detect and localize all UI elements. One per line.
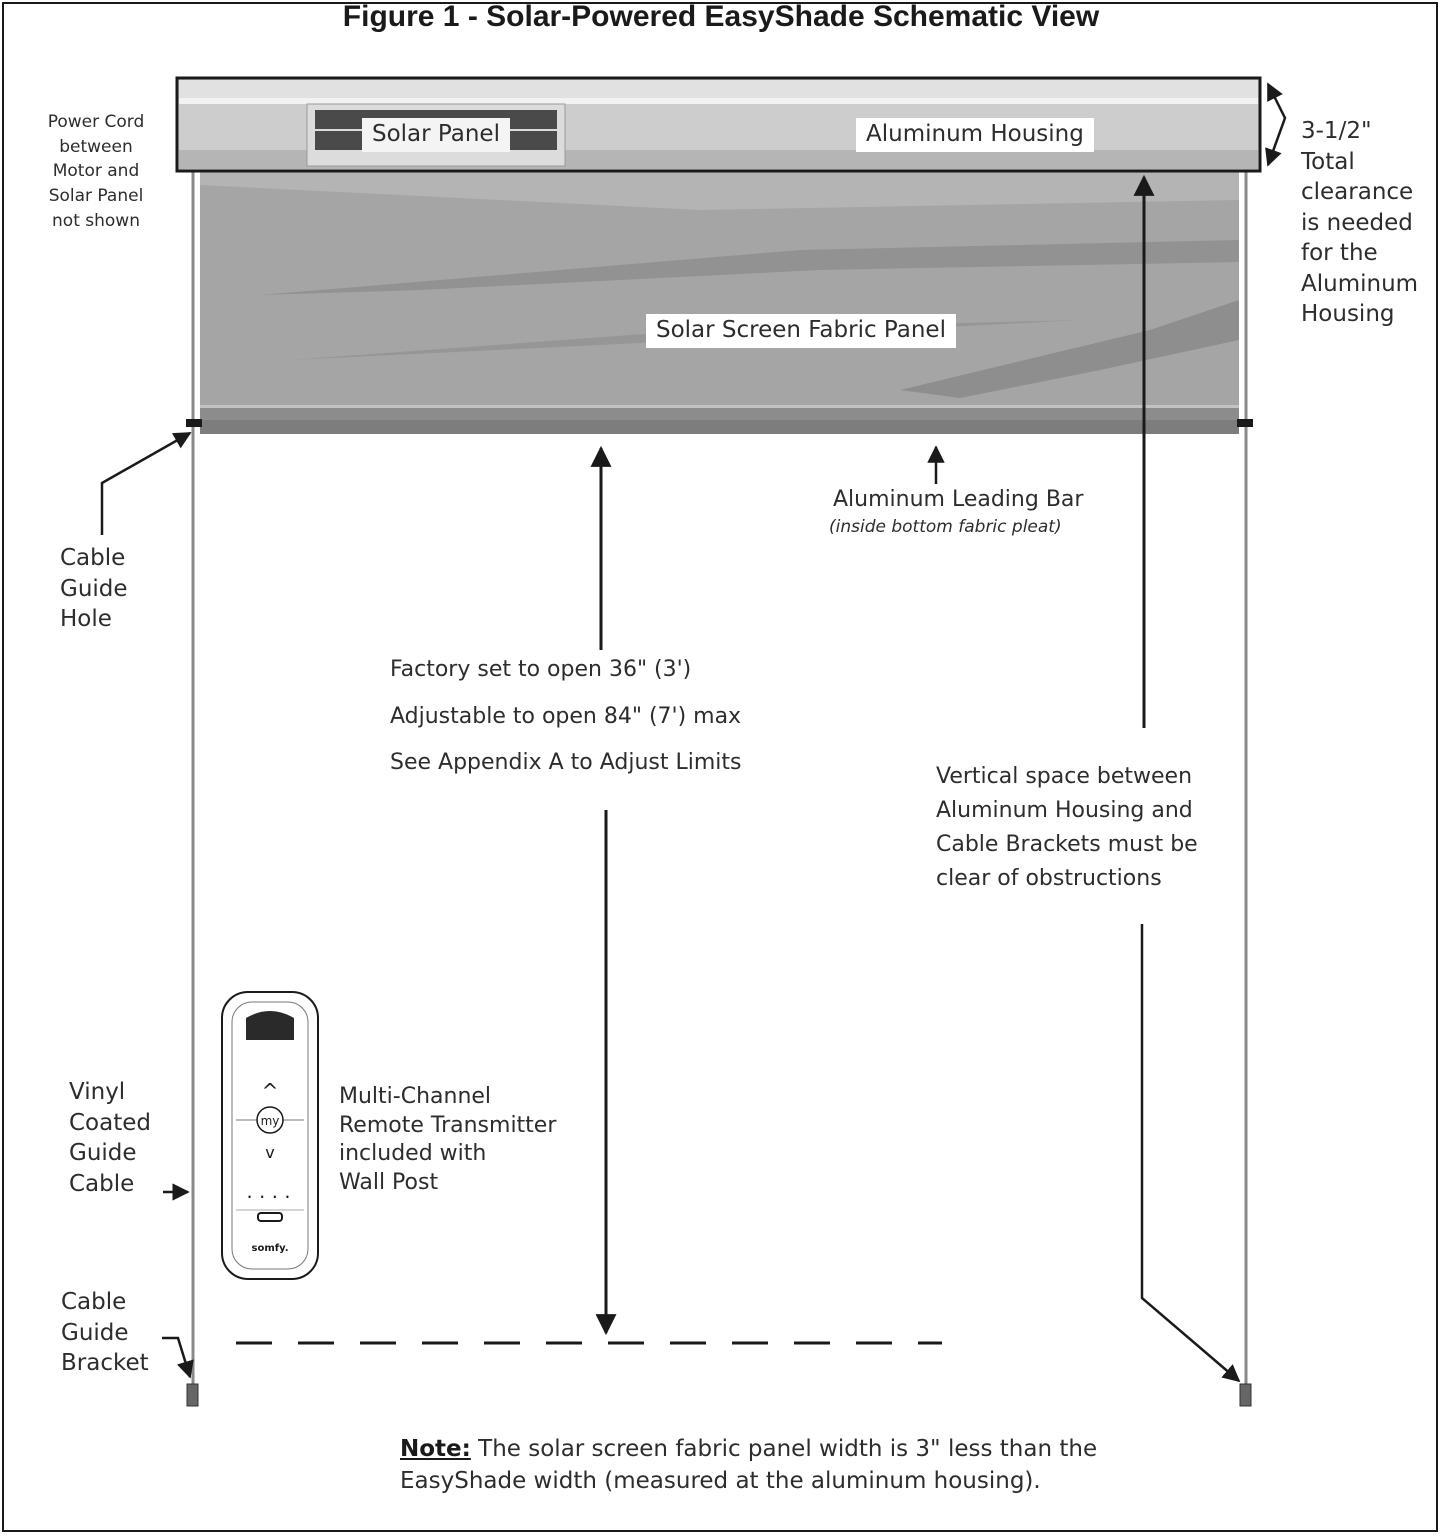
leading-bar-note: (inside bottom fabric pleat) (829, 517, 1062, 537)
guide-cable-label: Vinyl Coated Guide Cable (69, 1079, 151, 1197)
cable-guide-hole-label: Cable Guide Hole (60, 545, 128, 633)
note-label: Note: (400, 1436, 471, 1462)
remote-my-button: my (261, 1114, 280, 1128)
left-cable-bracket-icon (186, 1383, 199, 1407)
cable-guide-hole-leader (100, 431, 192, 535)
cable-bracket-leader (162, 1336, 194, 1379)
leading-bar (200, 420, 1239, 434)
bracket-clearance-arrow (1140, 924, 1241, 1383)
leading-bar-label: Aluminum Leading Bar (833, 487, 1084, 512)
remote-dots: .... (245, 1183, 296, 1202)
factory-open-text: Factory set to open 36" (3') (390, 657, 692, 682)
clearance-note: 3-1/2" Total clearance is needed for the… (1301, 118, 1419, 328)
figure-title: Figure 1 - Solar-Powered EasyShade Schem… (342, 0, 1100, 33)
remote-down-icon: v (265, 1143, 274, 1162)
remote-label: Multi-Channel Remote Transmitter include… (339, 1084, 557, 1195)
note-text: The solar screen fabric panel width is 3… (400, 1436, 1098, 1495)
vertical-space-note: Vertical space between Aluminum Housing … (936, 764, 1198, 892)
aluminum-housing-label: Aluminum Housing (856, 118, 1094, 152)
footnote: Note: The solar screen fabric panel widt… (400, 1433, 1120, 1497)
remote-up-icon: ^ (262, 1079, 279, 1103)
fabric-panel-label: Solar Screen Fabric Panel (646, 314, 956, 348)
remote-brand-logo: somfy. (252, 1243, 289, 1254)
cable-bracket-label: Cable Guide Bracket (61, 1289, 149, 1377)
clearance-arrow (1265, 82, 1287, 167)
right-cable-bracket-icon (1239, 1383, 1252, 1407)
adjustable-open-text: Adjustable to open 84" (7') max (390, 704, 742, 729)
appendix-text: See Appendix A to Adjust Limits (390, 750, 742, 775)
solar-panel-label: Solar Panel (362, 118, 510, 152)
fabric-panel (186, 170, 1253, 434)
power-cord-note: Power Cord between Motor and Solar Panel… (47, 112, 145, 231)
remote-transmitter-icon: ^ my v .... somfy. (221, 991, 319, 1280)
